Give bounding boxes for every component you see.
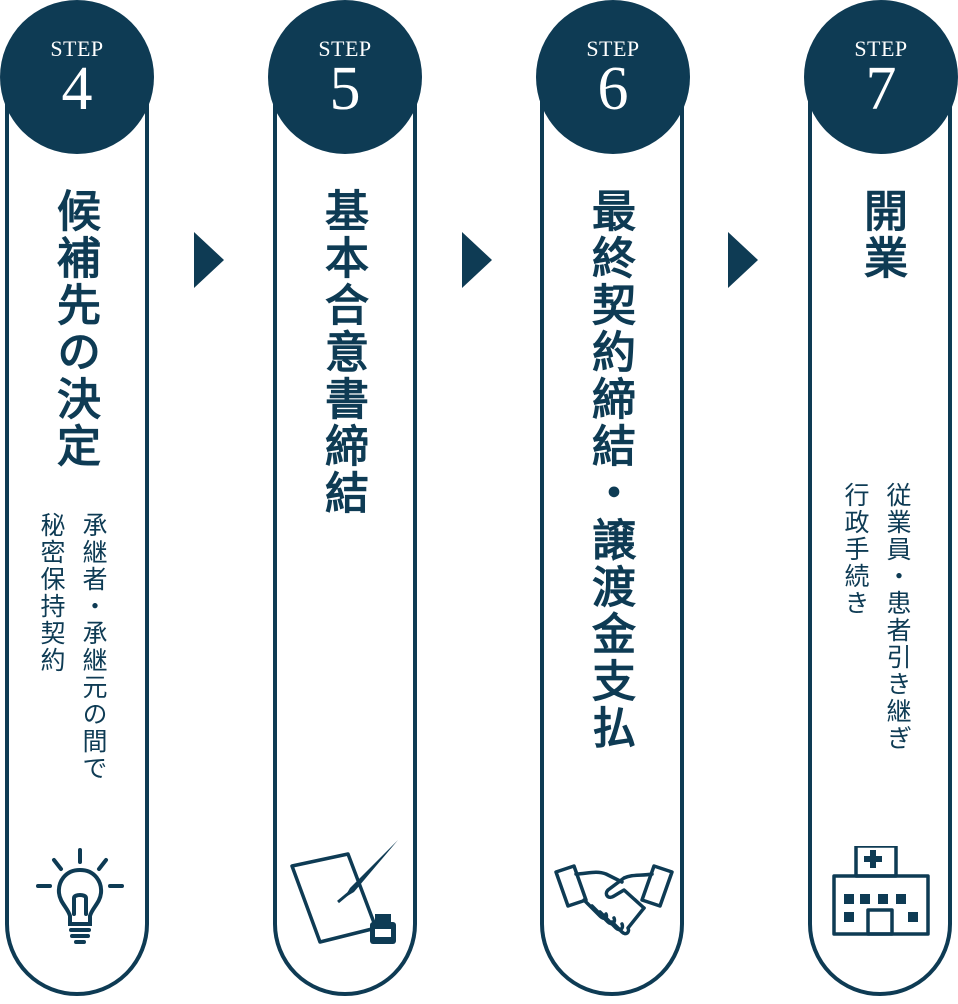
step-card-4: [5, 22, 149, 996]
step-card-6: [540, 22, 684, 996]
step-number: 7: [865, 55, 897, 123]
hospital-icon: [832, 846, 930, 936]
step-number: 5: [329, 55, 361, 123]
arrow-icon: [194, 232, 224, 288]
step-badge-7: STEP 7: [804, 0, 958, 154]
step-number: 6: [597, 55, 629, 123]
step-badge-6: STEP 6: [536, 0, 690, 154]
lightbulb-icon: [36, 848, 124, 944]
paper-pen-icon: [290, 840, 398, 944]
step-label: STEP: [50, 36, 104, 61]
step-title: 候補先の決定: [49, 188, 100, 470]
step-description-line-1: 従業員・患者引き継ぎ: [883, 482, 912, 752]
step-description-line-1: 承継者・承継元の間で: [79, 512, 108, 782]
step-description-line-2: 行政手続き: [841, 482, 870, 617]
step-card-5: [273, 22, 417, 996]
handshake-icon: [554, 864, 674, 936]
step-badge-5: STEP 5: [268, 0, 422, 154]
arrow-icon: [462, 232, 492, 288]
step-card-7: [808, 22, 952, 996]
step-number: 4: [61, 55, 93, 123]
step-label: STEP: [854, 36, 908, 61]
step-label: STEP: [318, 36, 372, 61]
arrow-icon: [728, 232, 758, 288]
step-badge-4: STEP 4: [0, 0, 154, 154]
step-description-line-2: 秘密保持契約: [37, 512, 66, 674]
step-title: 基本合意書締結: [317, 188, 368, 517]
step-title: 最終契約締結・譲渡金支払: [584, 188, 635, 752]
step-label: STEP: [586, 36, 640, 61]
step-title: 開業: [856, 188, 907, 282]
